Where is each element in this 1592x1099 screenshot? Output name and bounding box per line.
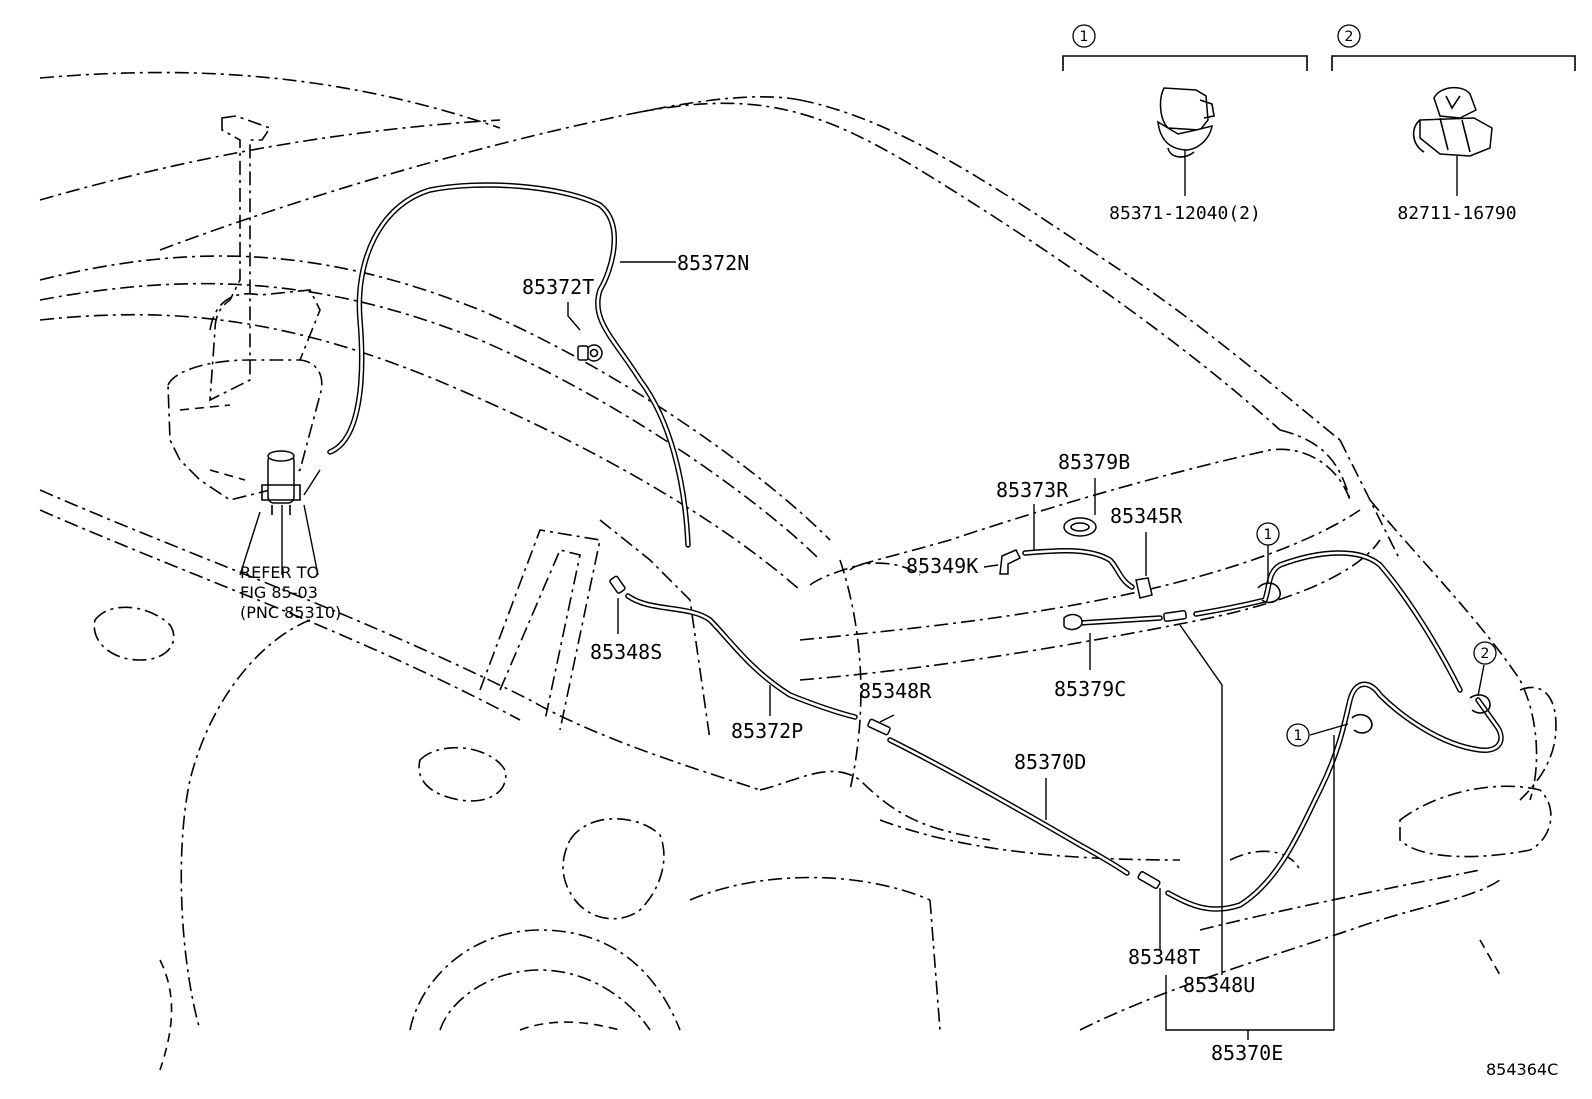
reference-line-1: REFER TO (240, 563, 319, 582)
label-85379C: 85379C (1054, 677, 1126, 701)
callout-1-hose-lower: 1 (1286, 723, 1310, 747)
figure-code: 854364C (1486, 1060, 1558, 1079)
reference-line-3: (PNC 85310) (240, 603, 341, 622)
svg-text:2: 2 (1345, 29, 1354, 45)
svg-text:2: 2 (1481, 646, 1490, 662)
label-85371: 85371-12040(2) (1109, 203, 1261, 224)
washer-pump (261, 450, 301, 515)
label-85349K: 85349K (906, 554, 978, 578)
callout-2-hose: 2 (1473, 641, 1497, 665)
label-85370D: 85370D (1014, 750, 1086, 774)
label-85372P: 85372P (731, 719, 803, 743)
svg-text:1: 1 (1294, 728, 1303, 744)
label-85348R: 85348R (859, 679, 932, 703)
svg-text:1: 1 (1264, 527, 1273, 543)
reference-note: REFER TO FIG 85-03 (PNC 85310) (240, 563, 341, 622)
reference-line-2: FIG 85-03 (240, 583, 318, 602)
washer-reservoir (167, 115, 323, 501)
label-85373R: 85373R (996, 478, 1069, 502)
detail-inset-1 (1062, 55, 1308, 158)
label-85348T: 85348T (1128, 945, 1200, 969)
label-85372T: 85372T (522, 275, 594, 299)
label-85370E: 85370E (1211, 1041, 1283, 1065)
small-parts (577, 344, 1491, 889)
label-85348S: 85348S (590, 640, 662, 664)
callout-1-top: 1 (1072, 24, 1096, 48)
washer-hoses (327, 182, 1504, 912)
label-85372N: 85372N (677, 251, 749, 275)
callout-1-hose-upper: 1 (1256, 522, 1280, 546)
label-82711: 82711-16790 (1397, 203, 1516, 224)
label-85345R: 85345R (1110, 504, 1183, 528)
svg-text:1: 1 (1080, 29, 1089, 45)
leader-lines (239, 150, 1485, 1040)
label-85379B: 85379B (1058, 450, 1130, 474)
callout-2-top: 2 (1337, 24, 1361, 48)
label-85348U: 85348U (1183, 973, 1255, 997)
detail-inset-2 (1331, 55, 1576, 157)
